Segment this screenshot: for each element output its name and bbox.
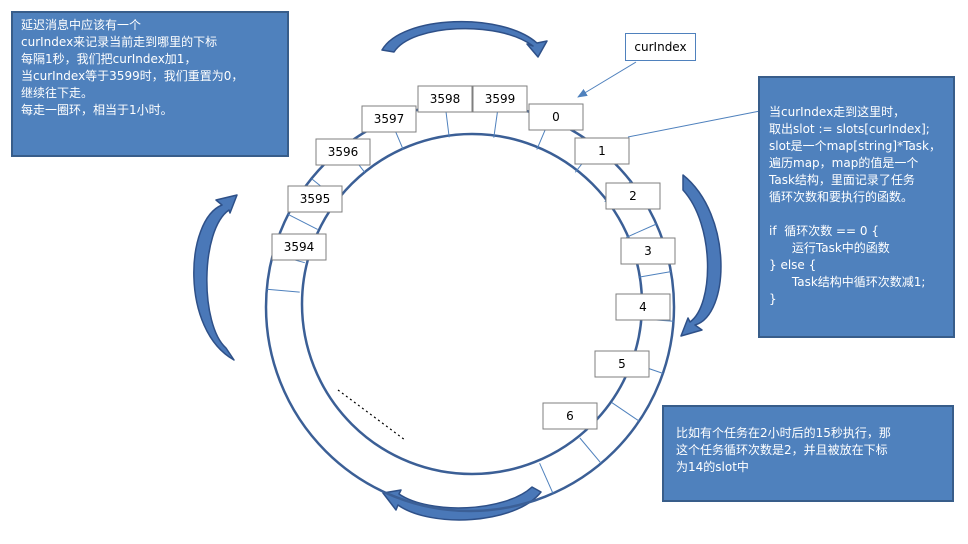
slot-3594: 3594 (271, 233, 327, 261)
slot-3595: 3595 (287, 185, 343, 213)
rotation-arrow-top (381, 20, 548, 58)
slot-index-label: 3599 (485, 92, 516, 106)
slot-divider (638, 271, 671, 278)
slot-box (472, 85, 528, 113)
slot-box (620, 237, 676, 265)
slot-index-label: 3595 (300, 192, 331, 206)
slot-box (271, 233, 327, 261)
slot-3599: 3599 (472, 85, 528, 113)
omitted-slots-ellipsis (337, 389, 406, 441)
rotation-arrow-left (193, 194, 238, 361)
slot-box (594, 350, 650, 378)
slot-index-label: 4 (639, 300, 647, 314)
slot-box (615, 293, 671, 321)
slot-index-label: 3596 (328, 145, 359, 159)
slot-divider (287, 213, 318, 230)
slot-box (605, 182, 661, 210)
slot-divider (539, 462, 554, 494)
slot-index-label: 1 (598, 144, 606, 158)
slot-index-label: 6 (566, 409, 574, 423)
slot-index-label: 3597 (374, 112, 405, 126)
slot-5: 5 (594, 350, 650, 378)
slot-2: 2 (605, 182, 661, 210)
slot-divider (625, 223, 657, 238)
right-note-pointer-line (627, 110, 761, 138)
slot-3597: 3597 (361, 105, 417, 133)
slot-6: 6 (542, 402, 598, 430)
slot-box (361, 105, 417, 133)
curindex-explanation-note: 延迟消息中应该有一个 curIndex来记录当前走到哪里的下标 每隔1秒，我们把… (11, 11, 289, 157)
slot-box (528, 103, 584, 131)
slot-divider (579, 437, 602, 464)
example-note: 比如有个任务在2小时后的15秒执行，那 这个任务循环次数是2，并且被放在下标 为… (662, 405, 954, 502)
slot-box (417, 85, 473, 113)
slot-index-label: 0 (552, 110, 560, 124)
slot-1: 1 (574, 137, 630, 165)
slot-4: 4 (615, 293, 671, 321)
slot-box (542, 402, 598, 430)
slot-processing-note: 当curIndex走到这里时， 取出slot := slots[curIndex… (758, 76, 955, 338)
slot-3596: 3596 (315, 138, 371, 166)
curindex-label: curIndex (625, 33, 696, 61)
time-wheel: 3594 3595 3596 3597 3598 3599 0 1 2 3 4 5 6 (264, 85, 676, 513)
curindex-pointer-line (577, 61, 637, 98)
slot-3: 3 (620, 237, 676, 265)
rotation-arrow-bottom (382, 486, 542, 521)
slot-index-label: 3 (644, 244, 652, 258)
rotation-arrow-right (680, 174, 722, 337)
slot-box (315, 138, 371, 166)
slot-labels: 3594 3595 3596 3597 3598 3599 0 1 2 3 4 5 6 (271, 85, 676, 430)
slot-index-label: 3594 (284, 240, 315, 254)
slot-3598: 3598 (417, 85, 473, 113)
slot-0: 0 (528, 103, 584, 131)
slot-divider (611, 402, 640, 422)
slot-divider (266, 288, 300, 293)
slot-index-label: 5 (618, 357, 626, 371)
slot-box (287, 185, 343, 213)
slot-box (574, 137, 630, 165)
slot-index-label: 2 (629, 189, 637, 203)
slot-index-label: 3598 (430, 92, 461, 106)
